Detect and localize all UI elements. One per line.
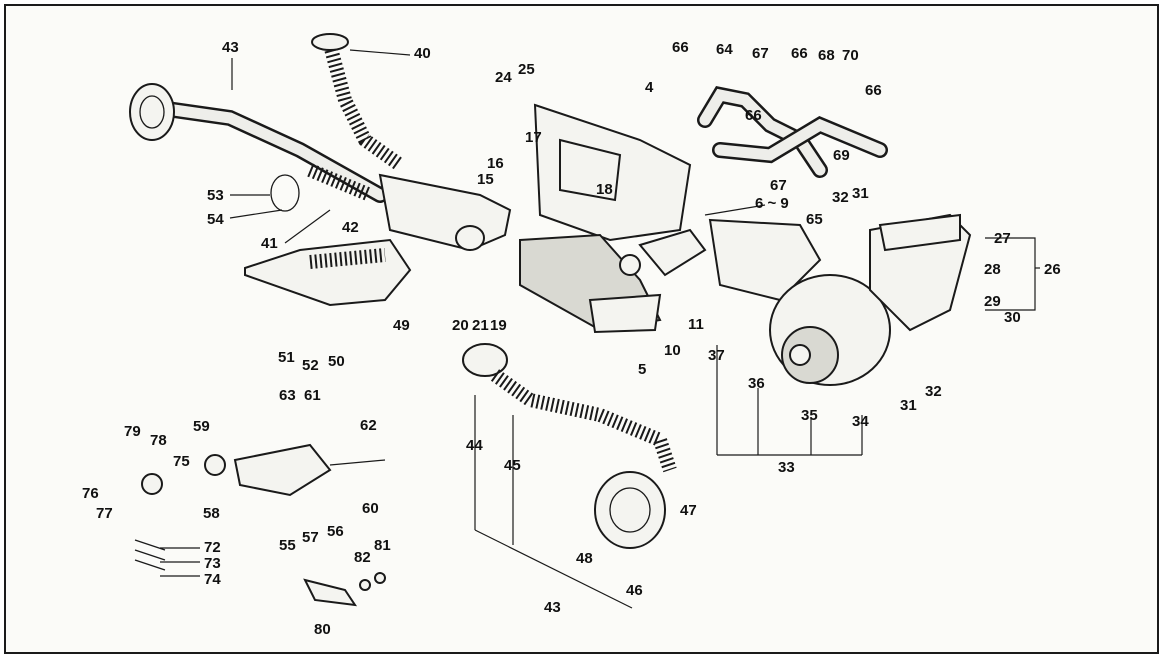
label-10: 10 — [664, 342, 681, 359]
label-50: 50 — [328, 353, 345, 370]
label-57: 57 — [302, 529, 319, 546]
duct-43 — [129, 83, 388, 203]
label-47: 47 — [680, 502, 697, 519]
label-32-upper: 32 — [832, 189, 849, 206]
label-40: 40 — [414, 45, 431, 62]
label-43-upper: 43 — [222, 39, 239, 56]
label-24: 24 — [495, 69, 512, 86]
label-66-c: 66 — [865, 82, 882, 99]
label-67-b: 67 — [770, 177, 787, 194]
label-70: 70 — [842, 47, 859, 64]
label-15: 15 — [477, 171, 494, 188]
label-55: 55 — [279, 537, 296, 554]
label-6-9: 6 ~ 9 — [755, 195, 789, 212]
label-59: 59 — [193, 418, 210, 435]
label-45: 45 — [504, 457, 521, 474]
label-19: 19 — [490, 317, 507, 334]
label-76: 76 — [82, 485, 99, 502]
label-67-a: 67 — [752, 45, 769, 62]
label-82: 82 — [354, 549, 371, 566]
label-77: 77 — [96, 505, 113, 522]
label-52: 52 — [302, 357, 319, 374]
label-78: 78 — [150, 432, 167, 449]
label-46: 46 — [626, 582, 643, 599]
label-34: 34 — [852, 413, 869, 430]
small-parts — [134, 539, 386, 607]
label-68: 68 — [818, 47, 835, 64]
label-66-a: 66 — [672, 39, 689, 56]
label-16: 16 — [487, 155, 504, 172]
heater-housing-4 — [519, 103, 692, 334]
label-29: 29 — [984, 293, 1001, 310]
label-75: 75 — [173, 453, 190, 470]
label-62: 62 — [360, 417, 377, 434]
label-31-lower: 31 — [900, 397, 917, 414]
label-48: 48 — [576, 550, 593, 567]
label-43-lower: 43 — [544, 599, 561, 616]
water-valve-10 — [619, 228, 707, 277]
heater-hoses — [697, 86, 888, 178]
label-60: 60 — [362, 500, 379, 517]
label-54: 54 — [207, 211, 224, 228]
label-36: 36 — [748, 375, 765, 392]
label-44: 44 — [466, 437, 483, 454]
label-66-d: 66 — [745, 107, 762, 124]
label-32-lower: 32 — [925, 383, 942, 400]
label-69: 69 — [833, 147, 850, 164]
label-58: 58 — [203, 505, 220, 522]
label-5: 5 — [638, 361, 646, 378]
label-41: 41 — [261, 235, 278, 252]
label-72: 72 — [204, 539, 221, 556]
label-33: 33 — [778, 459, 795, 476]
label-17: 17 — [525, 129, 542, 146]
control-assembly-55 — [141, 443, 386, 497]
label-63: 63 — [279, 387, 296, 404]
label-49: 49 — [393, 317, 410, 334]
label-74: 74 — [204, 571, 221, 588]
label-35: 35 — [801, 407, 818, 424]
defroster-nozzle-49 — [244, 238, 412, 307]
leader-lines — [160, 49, 1040, 609]
label-21: 21 — [472, 317, 489, 334]
label-65: 65 — [806, 211, 823, 228]
label-26: 26 — [1044, 261, 1061, 278]
label-80: 80 — [314, 621, 331, 638]
label-25: 25 — [518, 61, 535, 78]
label-20: 20 — [452, 317, 469, 334]
lower-duct-45 — [462, 343, 677, 549]
label-79: 79 — [124, 423, 141, 440]
part-labels: 43 40 53 54 41 42 49 50 51 52 24 25 17 1… — [82, 39, 1061, 638]
label-27: 27 — [994, 230, 1011, 247]
center-duct — [307, 163, 512, 252]
label-4: 4 — [645, 79, 654, 96]
label-73: 73 — [204, 555, 221, 572]
label-42: 42 — [342, 219, 359, 236]
flex-duct-40 — [311, 33, 405, 171]
label-61: 61 — [304, 387, 321, 404]
label-56: 56 — [327, 523, 344, 540]
label-81: 81 — [374, 537, 391, 554]
clamp-53 — [270, 174, 300, 212]
label-30: 30 — [1004, 309, 1021, 326]
label-28: 28 — [984, 261, 1001, 278]
label-18: 18 — [596, 181, 613, 198]
label-64: 64 — [716, 41, 733, 58]
label-37: 37 — [708, 347, 725, 364]
label-31-upper: 31 — [852, 185, 869, 202]
label-66-b: 66 — [791, 45, 808, 62]
label-53: 53 — [207, 187, 224, 204]
label-11: 11 — [688, 316, 704, 333]
blower-assembly-33 — [708, 213, 972, 386]
label-51: 51 — [278, 349, 295, 366]
